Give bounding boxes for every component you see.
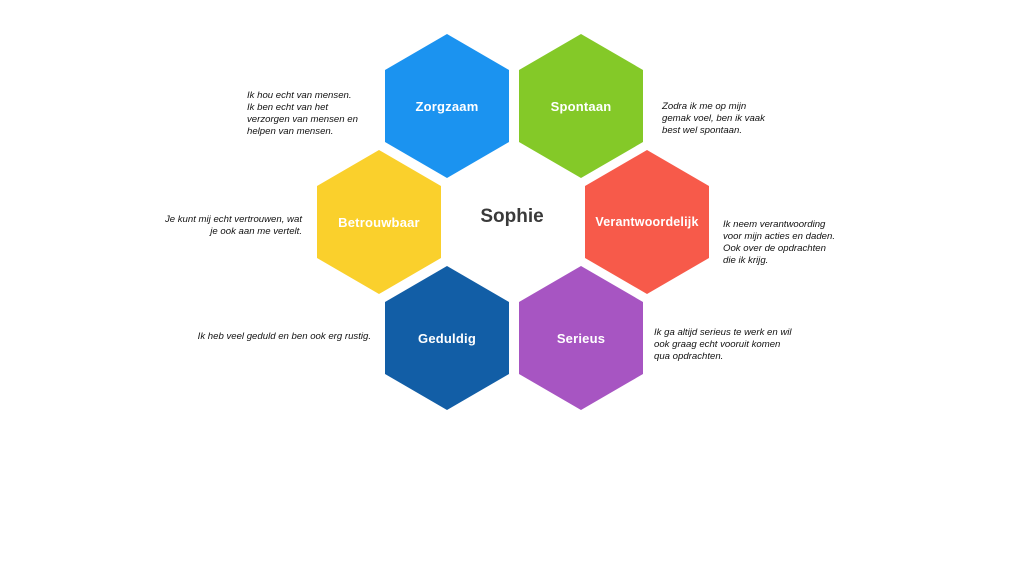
- hexagon-spontaan: Spontaan: [519, 34, 643, 178]
- center-name: Sophie: [480, 206, 544, 227]
- hexagon-zorgzaam: Zorgzaam: [385, 34, 509, 178]
- description-spontaan: Zodra ik me op mijn gemak voel, ben ik v…: [662, 101, 765, 136]
- hexagon-label: Spontaan: [550, 98, 612, 114]
- hexagon-geduldig: Geduldig: [385, 266, 509, 410]
- description-verantwoordelijk: Ik neem verantwoording voor mijn acties …: [723, 219, 835, 266]
- hexagon-label: Geduldig: [418, 330, 476, 346]
- description-betrouwbaar: Je kunt mij echt vertrouwen, wat je ook …: [164, 214, 302, 237]
- description-geduldig: Ik heb veel geduld en ben ook erg rustig…: [197, 331, 371, 342]
- description-serieus: Ik ga altijd serieus te werk en wil ook …: [654, 327, 792, 362]
- hexagon-label: Zorgzaam: [415, 98, 479, 114]
- hexagon-label: Serieus: [556, 330, 606, 346]
- hexagon-serieus: Serieus: [519, 266, 643, 410]
- hexagon-betrouwbaar: Betrouwbaar: [317, 150, 441, 294]
- hexagon-label: Betrouwbaar: [338, 214, 420, 230]
- hexagon-verantwoordelijk: Verantwoordelijk: [585, 150, 709, 294]
- description-zorgzaam: Ik hou echt van mensen. Ik ben echt van …: [247, 90, 358, 137]
- hexagon-label: Verantwoordelijk: [595, 215, 699, 229]
